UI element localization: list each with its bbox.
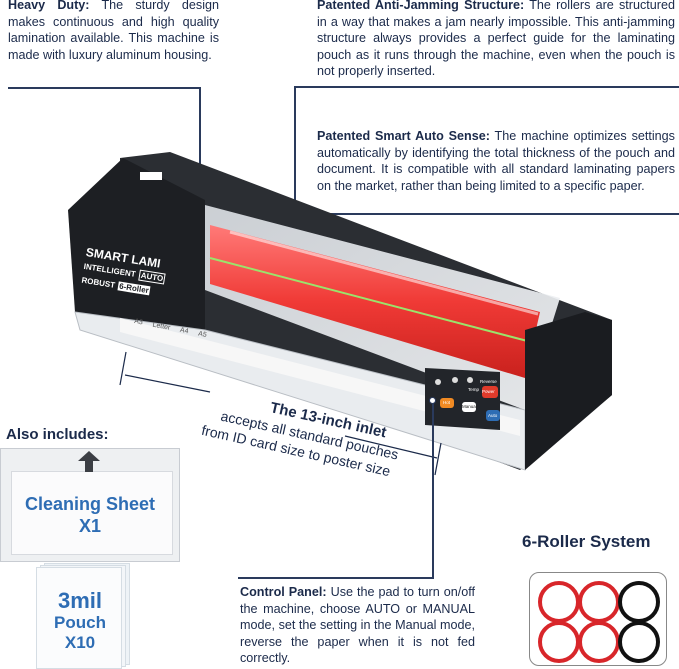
cleaning-sheet-name: Cleaning Sheet (24, 494, 156, 514)
auto-sense-title: Patented Smart Auto Sense: (317, 129, 490, 143)
pouch-label: 3mil Pouch X10 (36, 589, 124, 653)
temp-button: Temp (468, 387, 480, 392)
auto-sense-body: The machine optimizes settings automatic… (317, 129, 675, 193)
roller-2 (578, 581, 620, 623)
roller-system-diagram (529, 572, 667, 666)
control-panel-body: Use the pad to turn on/off the machine, … (240, 585, 476, 665)
cleaning-sheet (11, 471, 173, 555)
cleaning-sheet-qty: X1 (78, 516, 102, 536)
pouch-stack: 3mil Pouch X10 (36, 563, 130, 669)
control-panel-leader-up (432, 400, 434, 579)
roller-3 (618, 581, 660, 623)
pouch-size: 3mil (57, 588, 103, 613)
control-panel-callout: Control Panel: Use the pad to turn on/of… (240, 584, 475, 667)
auto-sense-leader-h (319, 213, 679, 215)
roller-system-title: 6-Roller System (522, 532, 651, 551)
control-panel-pointer-dot (429, 397, 436, 404)
pouch-front (36, 567, 122, 669)
roller-5 (578, 621, 620, 663)
anti-jamming-callout: Patented Anti-Jamming Structure: The rol… (317, 0, 675, 80)
power-button: Power (482, 389, 495, 394)
heavy-duty-leader-v (199, 87, 201, 225)
cleaning-sheet-card: Cleaning Sheet X1 (0, 448, 180, 562)
pouch-qty: X10 (64, 633, 96, 652)
includes-heading: Also includes: (6, 426, 109, 443)
left-housing (68, 158, 205, 330)
control-panel-leader-h (238, 577, 433, 579)
control-panel (425, 368, 500, 430)
auto-sense-callout: Patented Smart Auto Sense: The machine o… (317, 128, 675, 194)
auto-button: Auto (488, 413, 498, 418)
heavy-duty-leader-h (8, 87, 200, 89)
roller-4 (538, 621, 580, 663)
reverse-button: Reverse (480, 379, 497, 384)
roller-6 (618, 621, 660, 663)
control-panel-title: Control Panel: (240, 585, 327, 599)
pouch-name: Pouch (54, 613, 106, 632)
arrow-stem (85, 460, 93, 472)
roller-1 (538, 581, 580, 623)
cleaning-sheet-label: Cleaning Sheet X1 (1, 493, 179, 537)
right-housing (525, 312, 612, 470)
anti-jamming-leader-h (294, 86, 679, 88)
anti-jamming-leader-v (294, 86, 296, 298)
heavy-duty-callout: Heavy Duty: The sturdy design makes cont… (8, 0, 219, 63)
manual-button: Manual (462, 404, 477, 409)
up-arrow-icon (78, 451, 100, 461)
hot-button: Hot (443, 400, 451, 405)
heavy-duty-body: The sturdy design makes continuous and h… (8, 0, 219, 62)
heavy-duty-title: Heavy Duty: (8, 0, 90, 12)
anti-jamming-body: The rollers are structured in a way that… (317, 0, 675, 78)
anti-jamming-title: Patented Anti-Jamming Structure: (317, 0, 525, 12)
